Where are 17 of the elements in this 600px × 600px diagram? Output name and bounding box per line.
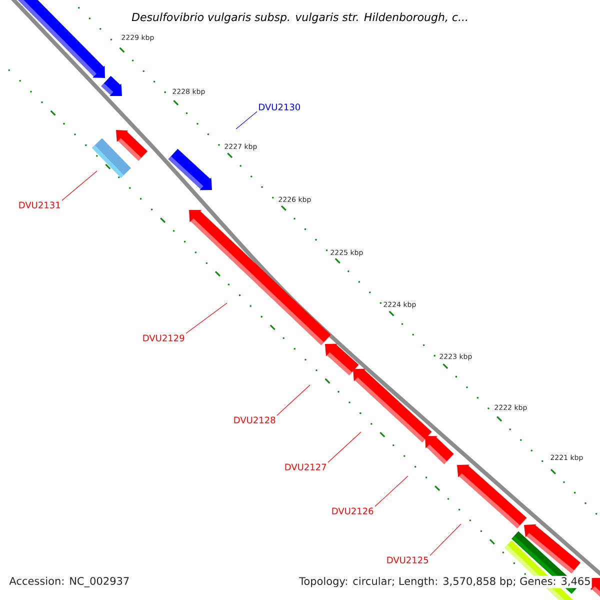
gene-label: DVU2125 <box>387 556 428 564</box>
leader-line <box>374 476 408 507</box>
leader-line <box>186 302 228 334</box>
gene-label: DVU2131 <box>19 202 60 208</box>
title: Desulfovibrio vulgaris subsp. vulgaris str. Hildenborough, c... <box>130 12 470 24</box>
gene-label: DVU2128 <box>234 416 276 424</box>
leader-line <box>328 432 362 463</box>
info-text: Accession: NC_002937 <box>8 576 131 588</box>
gene-label: DVU2126 <box>332 508 374 514</box>
gene-label: DVU2129 <box>143 334 184 342</box>
gene-label: DVU2127 <box>285 464 326 470</box>
leader-line <box>276 384 310 416</box>
leader-line <box>62 170 98 201</box>
gene-label: DVU2130 <box>259 104 300 110</box>
info-text: Topology: circular; Length: 3,570,858 bp; Genes: 3,465 <box>298 576 592 588</box>
leader-line <box>430 524 462 556</box>
leader-line <box>236 111 258 130</box>
